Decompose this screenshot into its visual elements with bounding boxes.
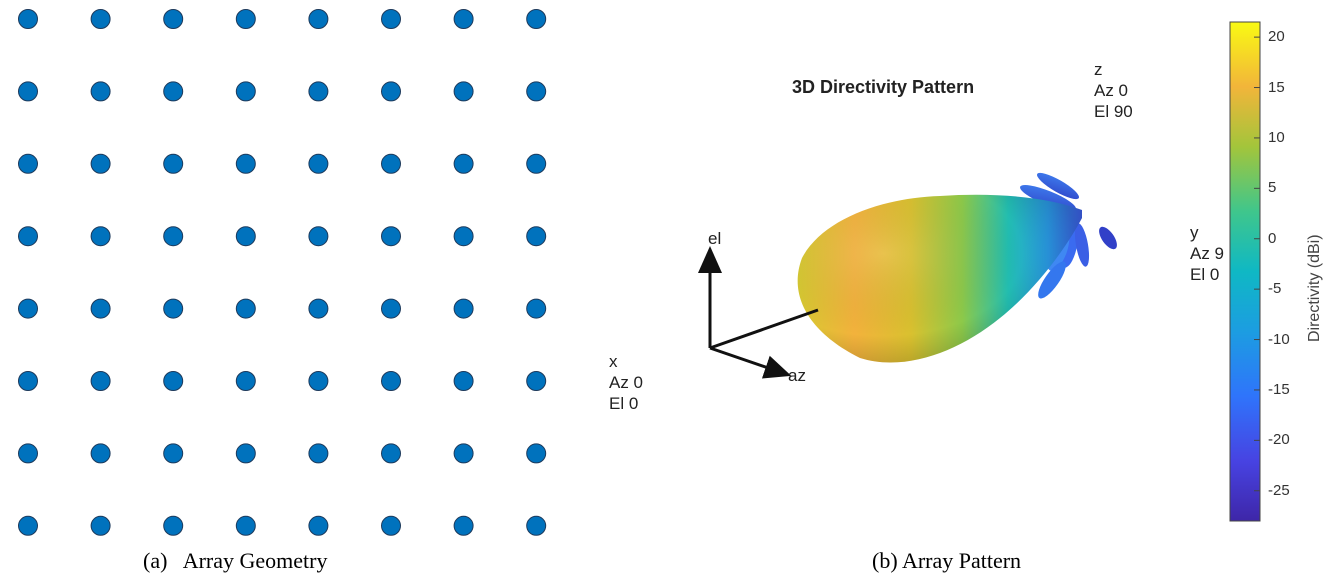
array-element xyxy=(235,371,256,391)
array-element xyxy=(90,9,111,29)
array-element xyxy=(235,515,256,536)
colorbar-tick-label: 15 xyxy=(1268,78,1285,96)
array-element xyxy=(163,371,184,391)
colorbar-label: Directivity (dBi) xyxy=(1306,234,1323,342)
colorbar-tick-label: -10 xyxy=(1268,330,1290,348)
view-label-z: z Az 0 El 90 xyxy=(1094,60,1133,121)
triad-az-label: az xyxy=(788,366,806,385)
array-element xyxy=(163,515,184,536)
array-element xyxy=(381,515,401,536)
colorbar-tick-label: -15 xyxy=(1268,380,1290,398)
array-element xyxy=(308,226,329,247)
array-element xyxy=(308,443,329,464)
array-element xyxy=(308,298,329,319)
triad-az-axis xyxy=(709,346,792,379)
side-lobe xyxy=(1099,226,1117,250)
array-element xyxy=(308,9,329,29)
array-element xyxy=(526,371,547,391)
array-element-grid xyxy=(18,9,547,536)
array-element xyxy=(163,443,184,464)
array-element xyxy=(18,226,38,247)
array-element xyxy=(453,371,474,391)
array-element xyxy=(235,298,256,319)
array-element xyxy=(163,226,184,247)
main-lobe-shading xyxy=(797,194,1082,363)
side-lobe xyxy=(1037,172,1079,200)
array-element xyxy=(18,153,38,174)
array-element xyxy=(381,371,401,391)
array-element xyxy=(163,298,184,319)
colorbar-tick-label: 0 xyxy=(1268,229,1277,247)
array-element xyxy=(163,153,184,174)
array-element xyxy=(381,226,401,247)
array-element xyxy=(18,515,38,536)
array-element xyxy=(453,298,474,319)
array-element xyxy=(90,81,111,102)
array-element xyxy=(453,153,474,174)
colorbar-tick-label: 10 xyxy=(1268,128,1285,146)
colorbar-strip xyxy=(1229,21,1261,522)
array-element xyxy=(163,81,184,102)
side-lobe xyxy=(1074,223,1090,267)
array-element xyxy=(90,371,111,391)
colorbar-tick-label: -5 xyxy=(1268,280,1282,298)
array-element xyxy=(453,443,474,464)
caption-array-geometry: (a) Array Geometry xyxy=(143,548,328,573)
array-element xyxy=(381,298,401,319)
array-element xyxy=(18,9,38,29)
array-element xyxy=(453,226,474,247)
array-element xyxy=(308,153,329,174)
array-element xyxy=(18,443,38,464)
triad-el-label: el xyxy=(708,229,722,248)
array-element xyxy=(381,153,401,174)
array-element xyxy=(163,9,184,29)
array-element xyxy=(453,81,474,102)
array-element xyxy=(90,226,111,247)
array-element xyxy=(526,443,547,464)
colorbar-tick-label: -20 xyxy=(1268,431,1290,449)
array-element xyxy=(90,298,111,319)
array-element xyxy=(453,9,474,29)
array-element xyxy=(381,81,401,102)
array-element xyxy=(381,443,401,464)
caption-array-pattern: (b) Array Pattern xyxy=(872,548,1022,573)
side-lobe xyxy=(1038,261,1066,299)
array-element xyxy=(526,153,547,174)
array-element xyxy=(18,81,38,102)
colorbar xyxy=(1229,21,1261,522)
array-element xyxy=(453,515,474,536)
array-element xyxy=(381,9,401,29)
triad-x-axis xyxy=(709,308,819,350)
pattern-title: 3D Directivity Pattern xyxy=(792,77,975,97)
view-label-x: x Az 0 El 0 xyxy=(609,352,644,413)
array-element xyxy=(90,153,111,174)
array-element xyxy=(235,9,256,29)
array-element xyxy=(235,443,256,464)
array-element xyxy=(90,515,111,536)
array-element xyxy=(308,81,329,102)
array-element xyxy=(235,153,256,174)
array-element xyxy=(308,515,329,536)
array-element xyxy=(526,515,547,536)
array-element xyxy=(18,298,38,319)
array-element xyxy=(235,226,256,247)
colorbar-tickmarks xyxy=(1254,36,1260,492)
array-element xyxy=(18,371,38,391)
array-element xyxy=(526,226,547,247)
array-element xyxy=(526,9,547,29)
array-element xyxy=(526,298,547,319)
directivity-surface xyxy=(797,172,1117,363)
array-element xyxy=(90,443,111,464)
array-element xyxy=(308,371,329,391)
colorbar-tick-label: -25 xyxy=(1268,481,1290,499)
colorbar-tick-label: 5 xyxy=(1268,179,1277,197)
array-element xyxy=(235,81,256,102)
axes-triad xyxy=(698,246,819,379)
view-label-y: y Az 9 El 0 xyxy=(1190,223,1225,284)
colorbar-tick-label: 20 xyxy=(1268,28,1285,46)
array-element xyxy=(526,81,547,102)
